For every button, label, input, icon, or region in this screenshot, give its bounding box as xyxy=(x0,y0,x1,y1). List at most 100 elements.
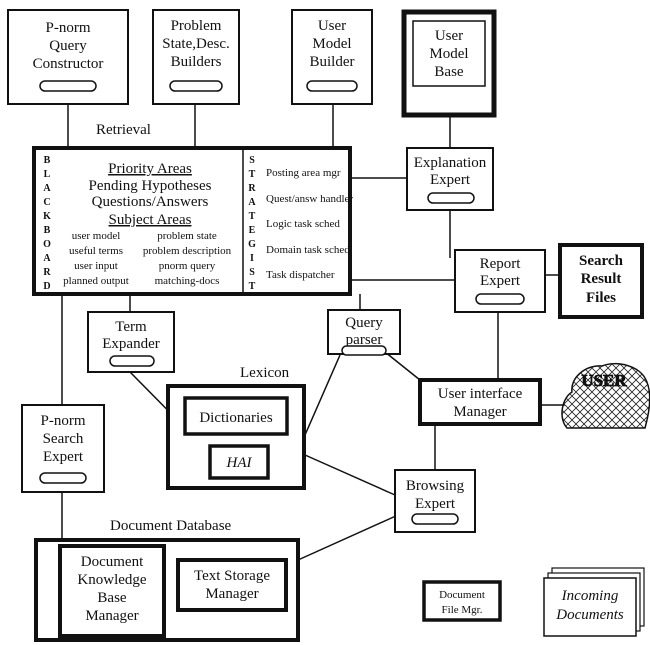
subject-cell: problem description xyxy=(143,245,232,257)
module-label: State,Desc. xyxy=(162,36,229,52)
link-docdb-browsing xyxy=(297,514,399,561)
blackboard-letter: A xyxy=(43,183,51,194)
blackboard-letter: B xyxy=(44,225,51,236)
module-label: Query xyxy=(345,315,383,331)
module-label: parser xyxy=(346,332,383,348)
hai-module: HAI xyxy=(208,444,270,480)
subject-areas-heading: Subject Areas xyxy=(109,212,192,228)
module-label: Manager xyxy=(205,586,258,602)
link-query-parser-lexicon xyxy=(304,354,341,436)
strategist-item: Logic task sched xyxy=(266,218,340,230)
module-label: Builders xyxy=(171,54,222,70)
module-label: P-norm xyxy=(46,20,91,36)
module-label: Knowledge xyxy=(77,572,146,588)
slot-icon xyxy=(39,472,87,484)
slot-icon xyxy=(341,345,387,356)
slot-icon xyxy=(39,80,97,92)
user-model-builder-module: User Model Builder xyxy=(291,9,373,105)
explanation-expert-module: Explanation Expert xyxy=(406,147,494,211)
strategist-item: Domain task sched xyxy=(266,244,350,256)
module-label: Term xyxy=(115,319,147,335)
subject-cell: planned output xyxy=(63,275,129,287)
subject-cell: user input xyxy=(74,260,118,272)
pnorm-query-constructor-module: P-norm Query Constructor xyxy=(7,9,129,105)
browsing-expert-module: Browsing Expert xyxy=(394,469,476,533)
module-label: User xyxy=(318,18,346,34)
query-parser-module: Query parser xyxy=(327,309,401,356)
strategist-item: Task dispatcher xyxy=(266,269,335,281)
module-label: Query xyxy=(49,38,87,54)
strategist-content: Posting area mgr Quest/answ handler Logi… xyxy=(266,167,353,281)
blackboard-letter: K xyxy=(43,211,51,222)
module-label: Expert xyxy=(480,273,521,289)
subject-cell: user model xyxy=(72,230,121,242)
blackboard-letter: D xyxy=(43,281,50,292)
blackboard-letter: B xyxy=(44,155,51,166)
module-label: Model xyxy=(312,36,351,52)
subject-cell: useful terms xyxy=(69,245,123,257)
incoming-documents-stack: Incoming Documents xyxy=(543,567,645,637)
priority-item: Questions/Answers xyxy=(92,194,209,210)
blackboard-content: Priority Areas Pending Hypotheses Questi… xyxy=(63,161,231,287)
blackboard-letter: R xyxy=(43,267,51,278)
strategist-letter: G xyxy=(248,239,256,250)
module-label: Report xyxy=(480,256,522,272)
module-label: Browsing xyxy=(406,478,465,494)
subject-cell: problem state xyxy=(157,230,217,242)
strategist-letter: T xyxy=(249,169,256,180)
strategist-letter: T xyxy=(249,281,256,292)
module-label: Document xyxy=(81,554,144,570)
user-label: USER xyxy=(581,371,627,390)
module-label: Expert xyxy=(430,172,471,188)
module-label: Manager xyxy=(453,404,506,420)
module-label: User interface xyxy=(438,386,523,402)
module-label: File Mgr. xyxy=(442,604,483,616)
module-label: Text Storage xyxy=(194,568,270,584)
pnorm-search-expert-module: P-norm Search Expert xyxy=(21,404,105,493)
blackboard-letter: L xyxy=(44,169,51,180)
module-label: Constructor xyxy=(33,56,104,72)
slot-icon xyxy=(411,513,459,525)
retrieval-label: Retrieval xyxy=(96,122,151,138)
module-label: Dictionaries xyxy=(199,410,272,426)
strategist-letter: I xyxy=(250,253,254,264)
blackboard-letter: C xyxy=(43,197,50,208)
strategist-letter: S xyxy=(249,155,255,166)
module-label: Expander xyxy=(102,336,159,352)
strategist-item: Posting area mgr xyxy=(266,167,341,179)
slot-icon xyxy=(475,293,525,305)
link-lexicon-browsing xyxy=(304,454,396,496)
subject-cell: pnorm query xyxy=(159,260,216,272)
lexicon-label: Lexicon xyxy=(240,365,290,381)
module-label: Files xyxy=(586,290,616,306)
search-result-files-module: Search Result Files xyxy=(558,243,644,319)
blackboard-letter: A xyxy=(43,253,51,264)
module-label: Model xyxy=(429,46,468,62)
strategist-letter: E xyxy=(249,225,256,236)
term-expander-module: Term Expander xyxy=(87,311,175,373)
slot-icon xyxy=(306,80,358,92)
user-entity: USER xyxy=(561,362,650,429)
slot-icon xyxy=(109,355,155,367)
module-label: Incoming xyxy=(561,588,619,604)
strategist-letter: A xyxy=(248,197,256,208)
dictionaries-module: Dictionaries xyxy=(183,396,289,436)
strategist-item: Quest/answ handler xyxy=(266,193,353,205)
slot-icon xyxy=(169,80,223,92)
module-label: Base xyxy=(434,64,464,80)
module-label: Problem xyxy=(171,18,222,34)
module-label: Expert xyxy=(43,449,84,465)
module-label: Base xyxy=(97,590,127,606)
user-model-base-module: User Model Base xyxy=(401,9,497,118)
module-label: Manager xyxy=(85,608,138,624)
module-label: Expert xyxy=(415,496,456,512)
blackboard-strategist-panel xyxy=(32,146,352,296)
priority-item: Pending Hypotheses xyxy=(89,178,212,194)
module-label: Result xyxy=(581,271,622,287)
module-label: Builder xyxy=(310,54,355,70)
strategist-letter: T xyxy=(249,211,256,222)
problem-state-builders-module: Problem State,Desc. Builders xyxy=(152,9,240,105)
